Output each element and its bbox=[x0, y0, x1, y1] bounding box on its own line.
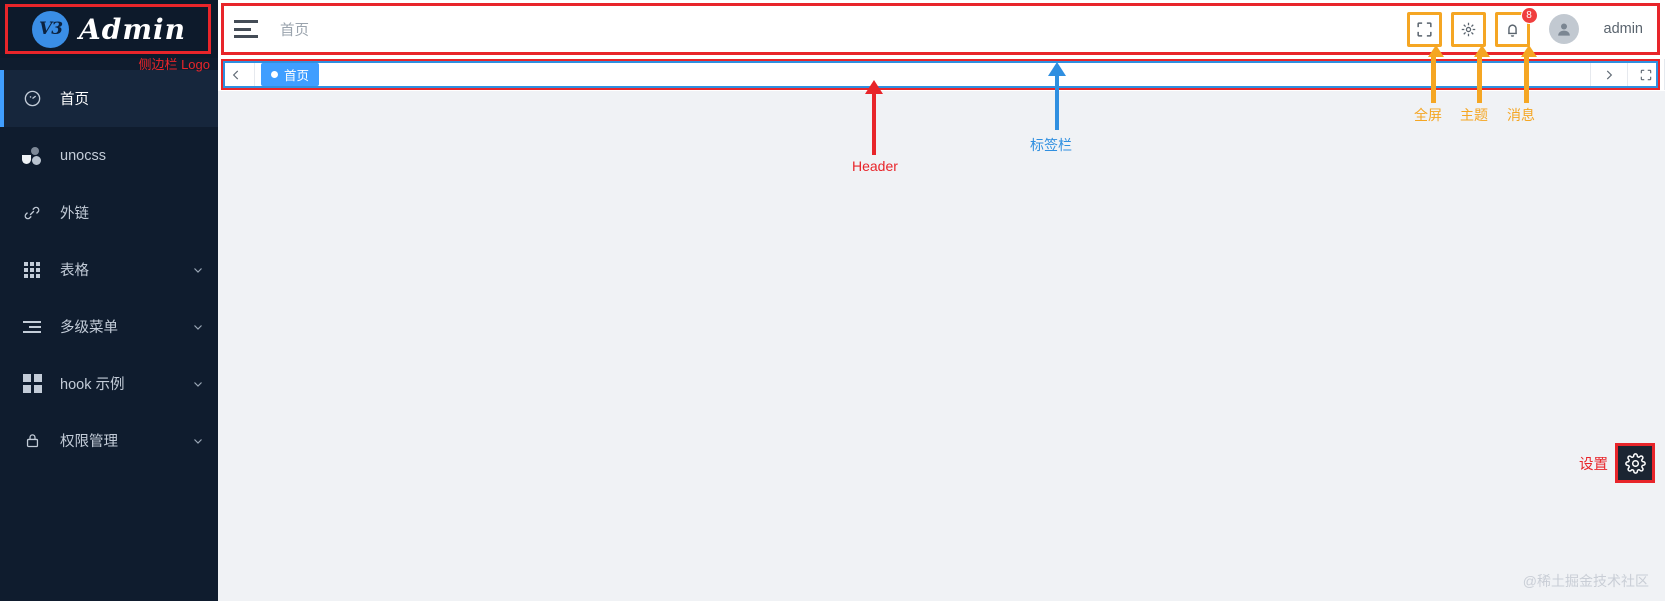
sidebar-item-label: 权限管理 bbox=[60, 434, 118, 450]
theme-sparkle-icon[interactable] bbox=[1450, 11, 1486, 47]
chevron-right-icon[interactable] bbox=[1590, 59, 1627, 90]
sidebar-item-label: unocss bbox=[60, 147, 106, 164]
tab-label: 首页 bbox=[284, 69, 310, 83]
fullscreen-icon[interactable] bbox=[1406, 11, 1442, 47]
sidebar-logo[interactable]: V3 Admin bbox=[0, 0, 218, 58]
notification-badge: 8 bbox=[1520, 6, 1538, 24]
sidebar-item-label: 外链 bbox=[60, 206, 89, 222]
gear-icon[interactable] bbox=[1615, 443, 1655, 483]
settings-annotation-group: 设置 bbox=[1579, 443, 1655, 483]
chevron-down-icon bbox=[192, 435, 204, 447]
tab-list: 首页 bbox=[255, 59, 320, 90]
fullscreen-highlight-box bbox=[1406, 11, 1442, 47]
header-actions: 8 admin bbox=[1406, 6, 1656, 47]
sidebar-item-external-link[interactable]: 外链 bbox=[0, 184, 218, 241]
list-icon bbox=[22, 317, 42, 337]
sidebar-item-permission-management[interactable]: 权限管理 bbox=[0, 412, 218, 469]
settings-annotation-label: 设置 bbox=[1579, 456, 1608, 473]
logo-badge-icon: V3 bbox=[32, 10, 70, 48]
quad-squares-icon bbox=[22, 374, 42, 394]
sidebar-item-multilevel-menu[interactable]: 多级菜单 bbox=[0, 298, 218, 355]
tabbar-red-highlight-box bbox=[221, 59, 1660, 90]
sidebar-item-label: 多级菜单 bbox=[60, 320, 118, 336]
chevron-down-icon bbox=[192, 264, 204, 276]
logo-text: Admin bbox=[79, 12, 186, 46]
sidebar-item-home[interactable]: 首页 bbox=[0, 70, 218, 127]
tabbar-blue-highlight-box bbox=[223, 61, 1658, 88]
sidebar: V3 Admin 侧边栏 Logo 首页 unocss bbox=[0, 0, 218, 601]
username-label[interactable]: admin bbox=[1603, 21, 1644, 37]
breadcrumb[interactable]: 首页 bbox=[280, 22, 309, 39]
sidebar-logo-highlight-box bbox=[5, 4, 211, 54]
sidebar-item-label: 表格 bbox=[60, 263, 89, 279]
tabbar: 首页 bbox=[218, 58, 1665, 91]
sidebar-logo-annotation: 侧边栏 Logo bbox=[138, 57, 210, 72]
tab-home[interactable]: 首页 bbox=[261, 63, 320, 86]
hamburger-icon[interactable] bbox=[234, 20, 258, 38]
maximize-content-icon[interactable] bbox=[1627, 59, 1665, 90]
sidebar-item-label: hook 示例 bbox=[60, 377, 125, 393]
link-icon bbox=[22, 203, 42, 223]
tab-dot-icon bbox=[271, 71, 278, 78]
dashboard-icon bbox=[22, 89, 42, 109]
sidebar-item-hook-examples[interactable]: hook 示例 bbox=[0, 355, 218, 412]
grid-icon bbox=[22, 260, 42, 280]
unocss-icon bbox=[22, 146, 42, 166]
main-area: 首页 bbox=[218, 0, 1665, 601]
chevron-down-icon bbox=[192, 321, 204, 333]
chevron-down-icon bbox=[192, 378, 204, 390]
content-area: 设置 @稀土掘金技术社区 bbox=[218, 91, 1665, 601]
sidebar-item-label: 首页 bbox=[60, 92, 89, 108]
sidebar-menu: 首页 unocss 外链 bbox=[0, 58, 218, 469]
user-avatar-icon[interactable] bbox=[1548, 14, 1579, 44]
notification-highlight-box bbox=[1494, 11, 1530, 47]
sidebar-item-table[interactable]: 表格 bbox=[0, 241, 218, 298]
watermark: @稀土掘金技术社区 bbox=[1522, 573, 1649, 589]
header: 首页 bbox=[218, 0, 1665, 58]
lock-icon bbox=[22, 431, 42, 451]
bell-icon[interactable]: 8 bbox=[1494, 6, 1538, 47]
chevron-left-icon[interactable] bbox=[218, 59, 255, 90]
sidebar-item-unocss[interactable]: unocss bbox=[0, 127, 218, 184]
theme-highlight-box bbox=[1450, 11, 1486, 47]
